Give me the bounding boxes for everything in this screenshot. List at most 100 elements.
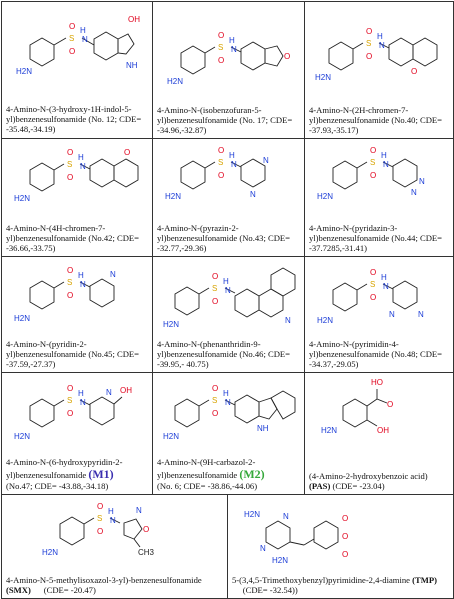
compound-cell-46: H2N S O O H N N 4-Amino-N-(phenanthridin… (153, 257, 304, 372)
compound-meta: (CDE= -32.54)) (242, 584, 298, 595)
m2-tag: (M2) (239, 466, 265, 481)
hydrogen-label: H (78, 271, 84, 280)
compound-caption: 4-Amino-N-5-methylisoxazol-3-yl)-benzene… (6, 575, 224, 595)
hydrogen-label: H (223, 389, 229, 398)
oxygen-label: O (212, 297, 218, 306)
oxygen-label: O (342, 550, 348, 559)
sulfur-label: S (67, 396, 72, 405)
compound-name: 4-Amino-N-(phenanthridin-9-yl)benzenesul… (157, 338, 261, 359)
amine-label: H2N (315, 73, 331, 82)
oxygen-label: O (342, 514, 348, 523)
structure-aminosalicylic: H2N HO O OH (321, 378, 393, 435)
nitrogen-label: N (263, 156, 269, 165)
nitrogen-label: N (418, 310, 424, 319)
structure-pyrimidinyl: H2N S O O H N N N (317, 268, 424, 325)
compound-caption: 4-Amino-N-(phenanthridin-9-yl)benzenesul… (157, 339, 301, 369)
nitrogen-label: N (80, 162, 86, 171)
compound-meta: (No. 12; CDE= -35.48,-34.19) (6, 113, 142, 134)
compound-name: 4-Amino-N-(isobenzofuran-5-yl)benzenesul… (157, 104, 262, 125)
compound-cell-40: H2N S O O H N O 4-Amino-N-(2H-chromen-7-… (305, 2, 453, 138)
amine-label: H2N (167, 77, 183, 86)
compound-name: 5-(3,4,5-Trimethoxybenzyl)pyrimidine-2,4… (232, 574, 410, 585)
nitrogen-label: N (231, 45, 237, 54)
compound-cell-43: H2N S O O H N N N 4-Amino-N-(pyrazin-2-y… (153, 139, 304, 256)
oxygen-label: O (67, 291, 73, 300)
compound-cell-45: H2N S O O H N N 4-Amino-N-(pyridin-2-yl)… (2, 257, 152, 372)
structure-carbazolyl: H2N S O O H N NH (163, 384, 296, 441)
sulfur-label: S (212, 396, 217, 405)
compound-cell-17: H2N S O O H N O 4-Amino-N-(isobenzofuran… (153, 2, 304, 138)
sulfur-label: S (370, 158, 375, 167)
hydrogen-label: H (108, 507, 114, 516)
oxygen-label: O (69, 22, 75, 31)
compound-tag: (PAS) (309, 480, 331, 491)
nitrogen-label: N (411, 188, 417, 197)
sulfur-label: S (212, 284, 217, 293)
nitrogen-label: N (383, 160, 389, 169)
column-divider (152, 2, 153, 494)
compound-meta: (CDE= -23.04) (332, 480, 385, 491)
hydroxyl-label: OH (377, 426, 389, 435)
sulfur-label: S (218, 158, 223, 167)
oxygen-label: O (67, 266, 73, 275)
oxygen-label: O (67, 173, 73, 182)
hydrogen-label: H (223, 277, 229, 286)
hydrogen-label: H (78, 389, 84, 398)
oxygen-label: O (411, 67, 417, 76)
oxygen-label: O (212, 384, 218, 393)
compound-caption: 4-Amino-N-(9H-carbazol-2-yl)benzenesulfo… (157, 457, 301, 491)
oxygen-label: O (124, 148, 130, 157)
structure-4h-chromenyl: H2N S O O H N O (14, 148, 139, 203)
nitrogen-label: N (383, 282, 389, 291)
compound-meta: (CDE= -20.47) (43, 584, 96, 595)
nitrogen-label: N (225, 286, 231, 295)
hydrogen-label: H (229, 151, 235, 160)
oxygen-label: O (387, 400, 393, 409)
compound-cell-48: H2N S O O H N N N 4-Amino-N-(pyrimidin-4… (305, 257, 453, 372)
compound-meta: (No.47; CDE= -43.88,-34.18) (6, 480, 109, 491)
compound-caption: 4-Amino-N-(pyrazin-2-yl)benzenesulfonami… (157, 223, 301, 253)
row-divider (2, 256, 453, 257)
amine-label: H2N (14, 314, 30, 323)
oxygen-label: O (370, 146, 376, 155)
amine-label: H2N (42, 548, 58, 557)
compound-meta: (No.40; CDE= -37.93,-35.17) (309, 114, 443, 135)
compound-caption: 4-Amino-N-(pyrimidin-4-yl)benzenesulfona… (309, 339, 450, 369)
oxygen-label: O (67, 148, 73, 157)
nitrogen-label: NH (126, 61, 138, 70)
compound-name: 4-Amino-N-(pyridin-2-yl)benzenesulfonami… (6, 338, 87, 359)
compound-caption: 4-Amino-N-(4H-chromen-7-yl)benzenesulfon… (6, 223, 149, 253)
compound-caption: 4-Amino-N-(3-hydroxy-1H-indol-5-yl)benze… (6, 104, 149, 134)
compound-name: (4-Amino-2-hydroxybenzoic acid) (309, 470, 428, 481)
nitrogen-label: N (225, 398, 231, 407)
hydrogen-label: H (381, 151, 387, 160)
compound-cell-smx: H2N S O O H N N O CH3 4-Amino-N-5-methyl… (2, 495, 227, 598)
hydroxyl-label: OH (128, 15, 140, 24)
amine-label: H2N (16, 67, 32, 76)
nitrogen-label: N (389, 310, 395, 319)
compound-caption: 4-Amino-N-(6-hydroxypyridin-2-yl)benzene… (6, 457, 149, 491)
compound-meta: (No. 6; CDE= -38.86,-44.06) (157, 480, 258, 491)
structure-isobenzofuranyl: H2N S O O H N O (167, 31, 290, 86)
oxygen-label: O (218, 31, 224, 40)
structure-phenanthridinyl: H2N S O O H N N (163, 267, 296, 329)
compound-tag: (SMX) (6, 584, 31, 595)
oxygen-label: O (97, 527, 103, 536)
compound-caption: 4-Amino-N-(pyridin-2-yl)benzenesulfonami… (6, 339, 149, 369)
oxygen-label: O (67, 409, 73, 418)
structure-2h-chromenyl: H2N S O O H N O (315, 27, 438, 82)
nitrogen-label: N (285, 316, 291, 325)
hydroxyl-label: HO (371, 378, 383, 387)
compound-caption: 4-Amino-N-(2H-chromen-7-yl)benzenesulfon… (309, 105, 450, 135)
compound-caption: 4-Amino-N-(isobenzofuran-5-yl)benzenesul… (157, 105, 301, 135)
oxygen-label: O (366, 52, 372, 61)
nitrogen-label: N (419, 177, 425, 186)
nitrogen-label: N (283, 512, 289, 521)
compound-name: 4-Amino-N-(4H-chromen-7-yl)benzenesulfon… (6, 222, 106, 243)
oxygen-label: O (143, 525, 149, 534)
oxygen-label: O (218, 146, 224, 155)
structure-hydroxypyridinyl: H2N S O O H N N OH (14, 384, 132, 441)
hydrogen-label: H (229, 36, 235, 45)
compound-name: 4-Amino-N-(3-hydroxy-1H-indol-5-yl)benze… (6, 103, 132, 124)
